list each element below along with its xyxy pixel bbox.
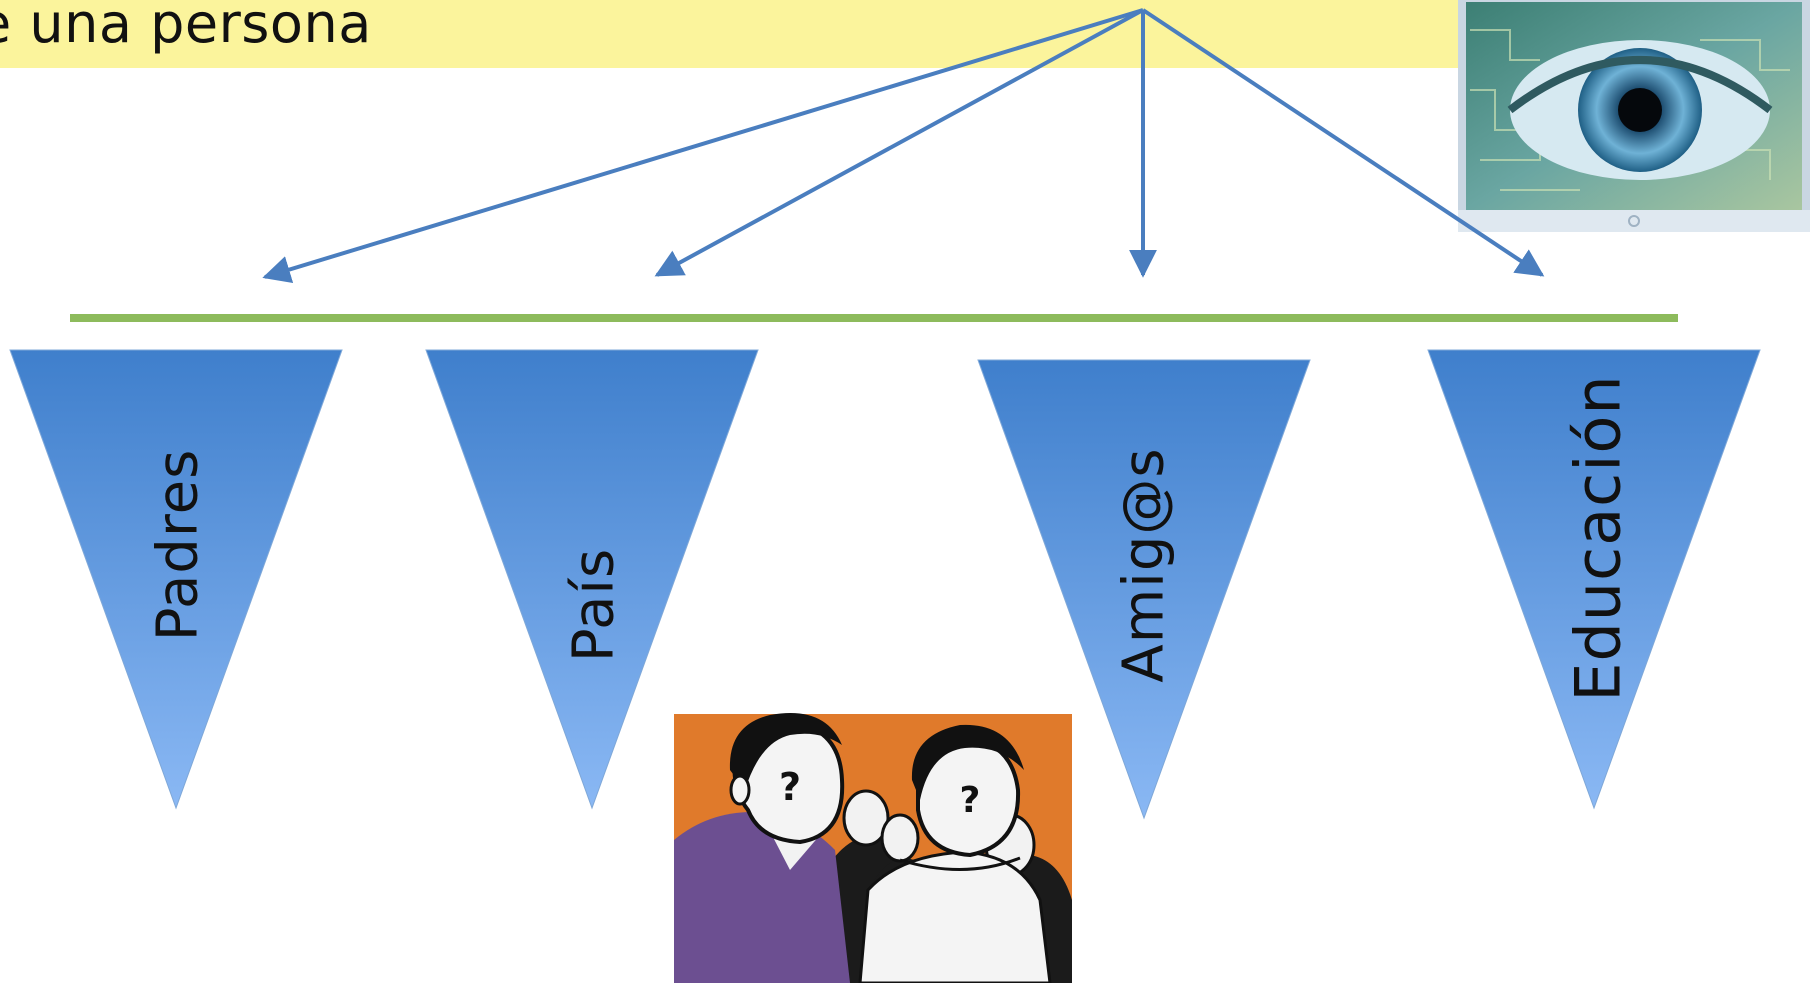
triangle-pais: País (425, 349, 759, 810)
arrow-to-pais (654, 8, 1144, 277)
triangle-amigos: Amig@s (977, 359, 1311, 820)
triangle-educacion: Educación (1427, 349, 1761, 810)
triangle-padres: Padres (9, 349, 343, 810)
svg-text:?: ? (960, 780, 981, 821)
arrows (262, 8, 1545, 284)
slide-title: e una persona (0, 0, 372, 55)
eye-monitor-image (1458, 0, 1810, 232)
triangle-label-amigos: Amig@s (1112, 447, 1177, 682)
faceless-people-image: ? ? (674, 713, 1072, 983)
arrow-to-educacion (1141, 8, 1545, 277)
triangle-label-educacion: Educación (1562, 374, 1635, 701)
triangle-label-pais: País (562, 548, 627, 662)
arrow-to-padres (262, 8, 1144, 284)
svg-text:?: ? (779, 765, 801, 809)
triangle-label-padres: Padres (146, 449, 211, 642)
